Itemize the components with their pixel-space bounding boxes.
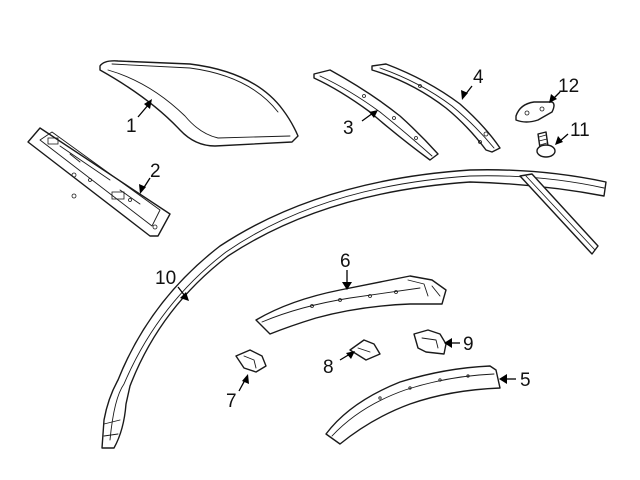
arrowhead-7 [242, 374, 249, 384]
part-6-arch-reinforcement [255, 275, 447, 335]
part-8-bracket [349, 339, 381, 361]
part-7-bracket [235, 349, 267, 373]
callout-label-12: 12 [558, 76, 579, 97]
arrowhead-5 [499, 374, 507, 384]
callout-label-8: 8 [323, 357, 334, 378]
callout-label-10: 10 [155, 268, 176, 289]
callout-label-2: 2 [150, 161, 161, 182]
callout-leaders [137, 85, 569, 392]
part-3-roof-rail [313, 69, 439, 161]
arrowhead-12 [549, 94, 557, 103]
part-11-bolt [536, 131, 556, 158]
arrowhead-11 [555, 136, 563, 145]
callout-label-4: 4 [473, 67, 484, 88]
callout-label-1: 1 [126, 116, 137, 137]
part-2-roof-bow [27, 127, 171, 237]
arrowhead-3 [369, 110, 378, 118]
callout-label-11: 11 [570, 120, 590, 141]
arrowhead-4 [461, 90, 468, 100]
part-12-bracket [515, 101, 555, 123]
arrowhead-9 [444, 338, 452, 348]
callout-label-7: 7 [226, 391, 237, 412]
arrowhead-8 [346, 351, 355, 359]
part-9-bracket [413, 329, 447, 355]
arrowhead-1 [144, 99, 152, 109]
leader-11 [559, 133, 569, 142]
arrowhead-2 [139, 184, 146, 194]
leader-12 [553, 91, 561, 99]
callout-label-5: 5 [520, 370, 531, 391]
callout-label-9: 9 [463, 334, 474, 355]
callout-label-3: 3 [343, 118, 354, 139]
arrowhead-10 [180, 292, 189, 301]
callout-labels: 1 2 3 4 5 6 7 8 9 10 11 12 [126, 67, 590, 412]
callout-label-6: 6 [340, 251, 351, 272]
part-4-roof-rail [371, 63, 501, 153]
part-10-side-frame [101, 169, 607, 449]
part-5-lower-arch [325, 365, 501, 445]
arrowhead-6 [342, 282, 352, 290]
part-1-roof-panel [99, 60, 299, 147]
